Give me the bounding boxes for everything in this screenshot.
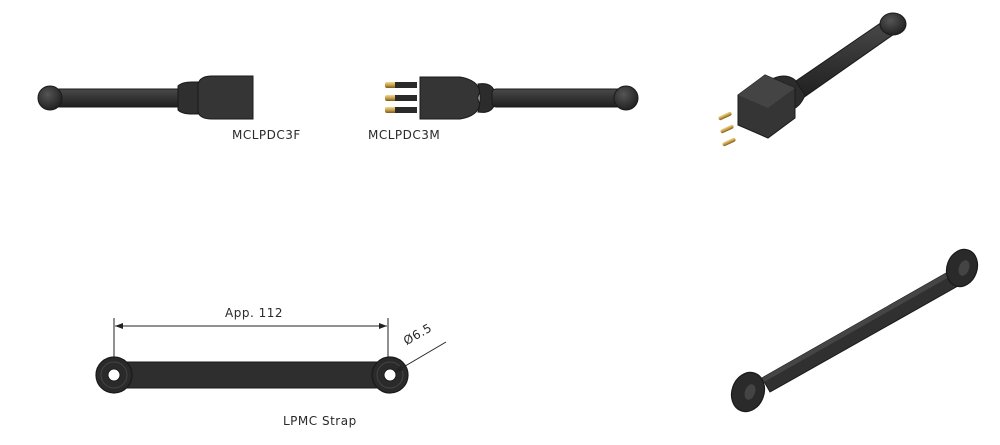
length-dimension-text: App. 112	[225, 306, 283, 320]
strap-drawing	[95, 356, 409, 394]
length-dimension	[113, 318, 389, 357]
diameter-leader	[394, 341, 447, 373]
strap-iso-drawing	[730, 248, 979, 413]
male-connector-drawing	[385, 76, 639, 120]
female-connector-drawing	[37, 75, 254, 120]
male-connector-label: MCLPDC3M	[368, 128, 441, 142]
strap-label: LPMC Strap	[283, 414, 357, 428]
female-connector-label: MCLPDC3F	[232, 128, 301, 142]
male-connector-iso-drawing	[718, 12, 907, 147]
